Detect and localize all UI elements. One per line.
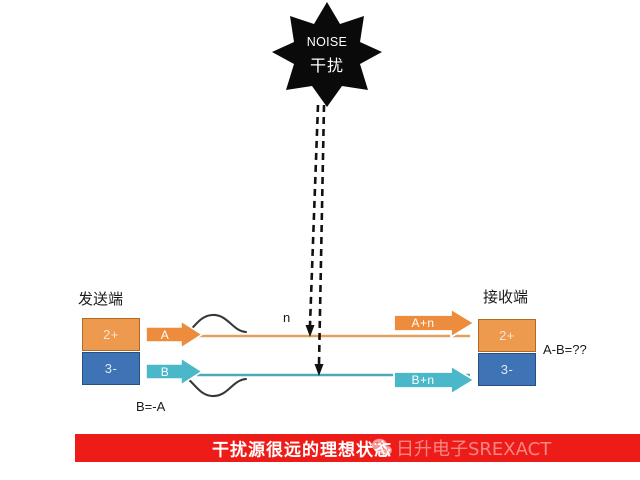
- star-burst-icon: [272, 2, 382, 107]
- signal-arrow-b-plus-n: B+n: [391, 364, 476, 396]
- receiver-title: 接收端: [483, 288, 529, 306]
- transmitter-title: 发送端: [78, 290, 124, 308]
- noise-arrowhead-top: [305, 325, 315, 337]
- transmitter-note: B=-A: [136, 399, 166, 414]
- signal-arrow-a: A: [143, 319, 204, 350]
- noise-arrow-label: n: [283, 310, 291, 325]
- caption-banner: 干扰源很远的理想状态 日升电子SREXACT: [75, 434, 640, 462]
- noise-arrowhead-bottom: [314, 364, 324, 376]
- signal-arrow-b: B: [143, 356, 204, 387]
- caption-banner-text: 干扰源很远的理想状态: [212, 440, 392, 461]
- noise-source-star: NOISE 干扰: [272, 2, 382, 107]
- arrow-shape-a: [145, 319, 204, 350]
- transmitter-pin-3minus: 3-: [82, 352, 140, 385]
- noise-dashed-line-top: [308, 104, 320, 326]
- watermark: 日升电子SREXACT: [371, 435, 551, 461]
- receiver-pin-2plus: 2+: [478, 319, 536, 352]
- signal-arrow-a-plus-n: A+n: [391, 307, 476, 339]
- noise-dashed-line-bottom: [317, 104, 326, 365]
- transmitter-pin-2plus: 2+: [82, 318, 140, 351]
- receiver-note: A-B=??: [543, 342, 587, 357]
- arrow-shape-a-plus-n: [393, 307, 476, 339]
- receiver-pin-3minus: 3-: [478, 353, 536, 386]
- watermark-text: 日升电子SREXACT: [396, 439, 552, 460]
- arrow-shape-b-plus-n: [393, 364, 476, 396]
- arrow-shape-b: [145, 356, 204, 387]
